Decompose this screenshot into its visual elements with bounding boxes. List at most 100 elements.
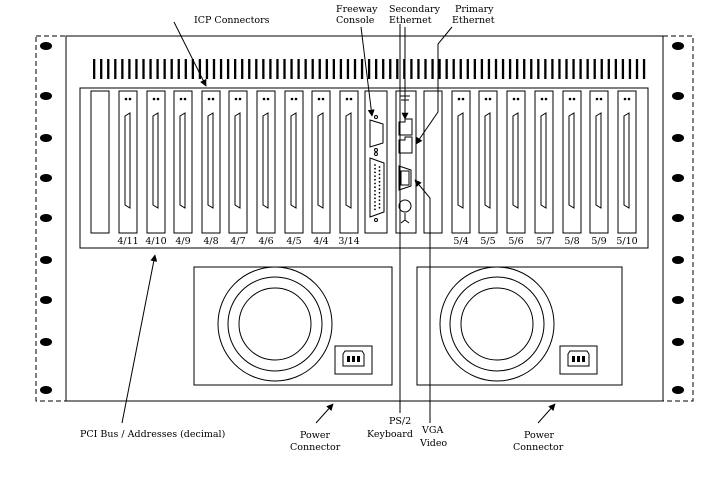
vent-slot [226,59,230,79]
vent-slot [353,59,357,79]
icp-card [284,90,304,234]
power-supply-right [416,266,623,386]
freeway-console-port [369,115,384,152]
icp-card [506,90,526,234]
primary-ethernet-port [398,136,413,154]
icp-card [617,90,637,234]
vent-slot [276,59,279,79]
vent-slot [135,59,138,79]
power-connector-right-label-line2: Connector [513,442,564,453]
chassis-outline [65,35,664,402]
vent-slot [487,59,491,79]
vga-video-port [398,165,412,191]
icp-connector [484,112,491,209]
power-connector-left-label-line1: Power [300,430,330,441]
slot-label: 5/7 [536,236,551,247]
vent-slot [156,59,159,79]
vent-slot [339,59,343,79]
icp-connector [568,112,575,209]
ground-symbol-icon [400,213,410,224]
icp-card [146,90,166,234]
icp-connector [317,112,324,209]
vent-slot [607,59,610,79]
db25-connector [369,152,385,222]
slot-label: 5/6 [508,236,523,247]
pci-bus-label: PCI Bus / Addresses (decimal) [80,429,225,440]
mounting-hole [672,386,684,394]
callout-arrows [121,21,556,424]
vent-slot [360,59,364,79]
vent-slot [635,59,639,79]
vent-slot [579,59,582,79]
mounting-hole [672,296,684,304]
vent-slot [452,59,455,79]
slot-label: 4/9 [175,236,190,247]
secondary-ethernet-port [398,118,413,136]
rack-ear-left [35,35,67,402]
mounting-hole [672,42,684,50]
slot-label: 5/4 [453,236,468,247]
slot-label: 5/9 [591,236,606,247]
icp-connector [207,112,214,209]
vent-slot [212,59,216,79]
icp-card [256,90,276,234]
vent-slot [572,59,575,79]
vent-slot [642,59,646,79]
icp-connector [262,112,269,209]
mounting-hole [40,42,52,50]
mounting-hole [672,174,684,182]
vent-slot [389,59,392,79]
icp-connector [595,112,602,209]
icp-connector [290,112,297,209]
mounting-hole [40,296,52,304]
icp-arrow [173,21,207,87]
vent-slot [586,59,589,79]
vent-slot [325,59,328,79]
vent-slot [473,59,476,79]
icp-connector [457,112,464,209]
vent-slot [297,59,300,79]
vent-slot [600,59,603,79]
primary-ethernet-label-line2: Ethernet [452,15,495,26]
power-right-arrow [537,403,556,424]
motherboard-io-card [395,90,417,234]
vent-slot [417,59,420,79]
vent-slot [121,59,124,79]
vent-slot [382,59,385,79]
vent-slot [149,59,152,79]
icp-connector [179,112,186,209]
vent-slot [403,59,406,79]
vent-slot [445,59,448,79]
vent-slot [198,59,202,79]
vent-slot [93,59,96,79]
vent-slot [537,59,540,79]
vent-slot [114,59,117,79]
vent-slot [191,59,194,79]
freeway-console-arrow [360,26,375,117]
mounting-hole [40,174,52,182]
vent-slot [367,59,371,79]
mounting-hole [40,214,52,222]
icp-connector [234,112,241,209]
ps2-keyboard-label-line1: PS/2 [389,416,411,427]
vent-slot [551,59,554,79]
vent-slot [177,59,180,79]
vent-slot [501,59,505,79]
rack-ear-right [662,35,694,402]
icp-card [451,90,471,234]
slot-label: 4/11 [117,236,138,247]
icp-card [589,90,609,234]
icp-connector [512,112,519,209]
vent-slot [142,59,145,79]
slot-label: 4/4 [313,236,328,247]
vent-slot [163,59,166,79]
mounting-hole [40,338,52,346]
vent-slot [516,59,519,79]
vent-slot [311,59,314,79]
power-supply-left [193,266,393,386]
vent-slot [255,59,258,79]
vent-slot [205,59,209,79]
mounting-hole [40,386,52,394]
blank-slot-cover-left [90,90,110,234]
vent-slot [459,59,462,79]
